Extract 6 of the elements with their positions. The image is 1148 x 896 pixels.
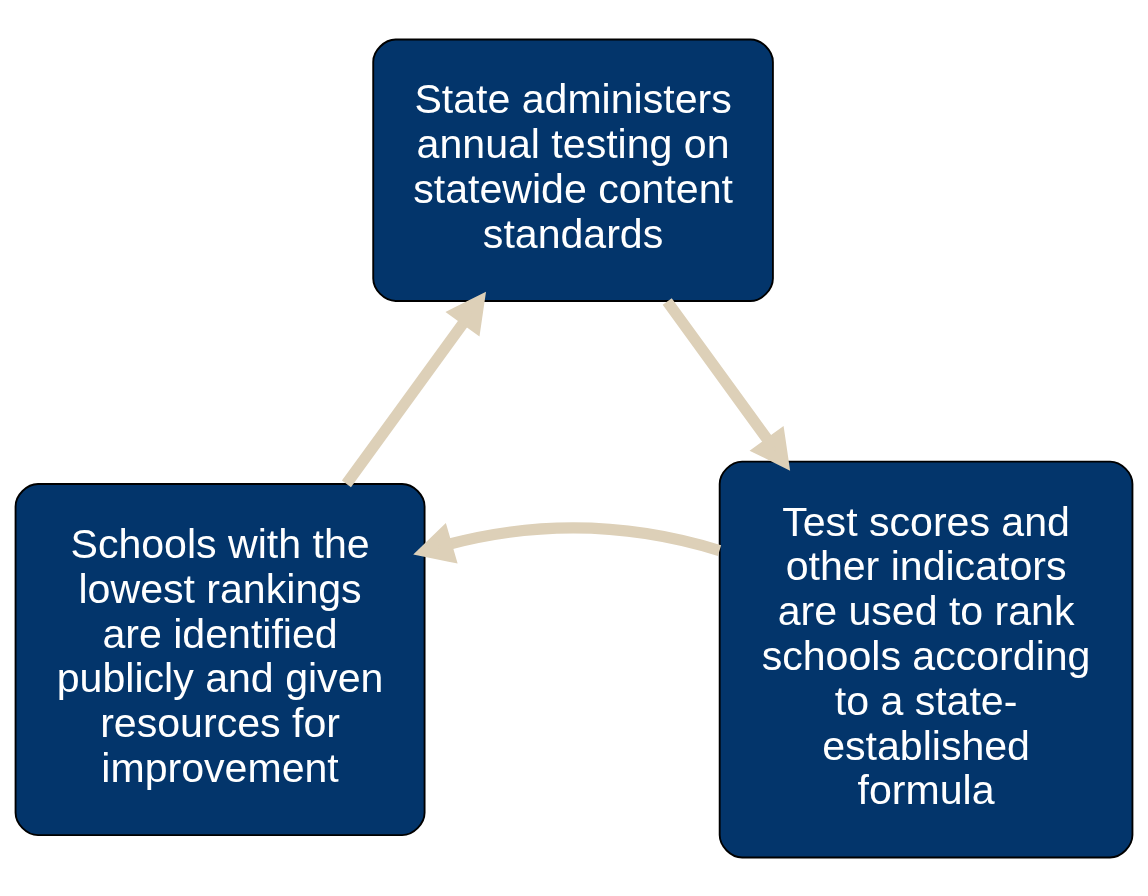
arrow <box>341 291 487 487</box>
arrow <box>662 297 791 471</box>
node-box: Schools with the lowest rankings are identified publicly and given resources for improvement <box>14 482 426 836</box>
arrow <box>413 521 722 563</box>
node-box: State administers annual testing on statewide content standards <box>372 38 774 302</box>
node-box: Test scores and other indicators are used to rank schools according to a state-established formula <box>718 460 1134 858</box>
